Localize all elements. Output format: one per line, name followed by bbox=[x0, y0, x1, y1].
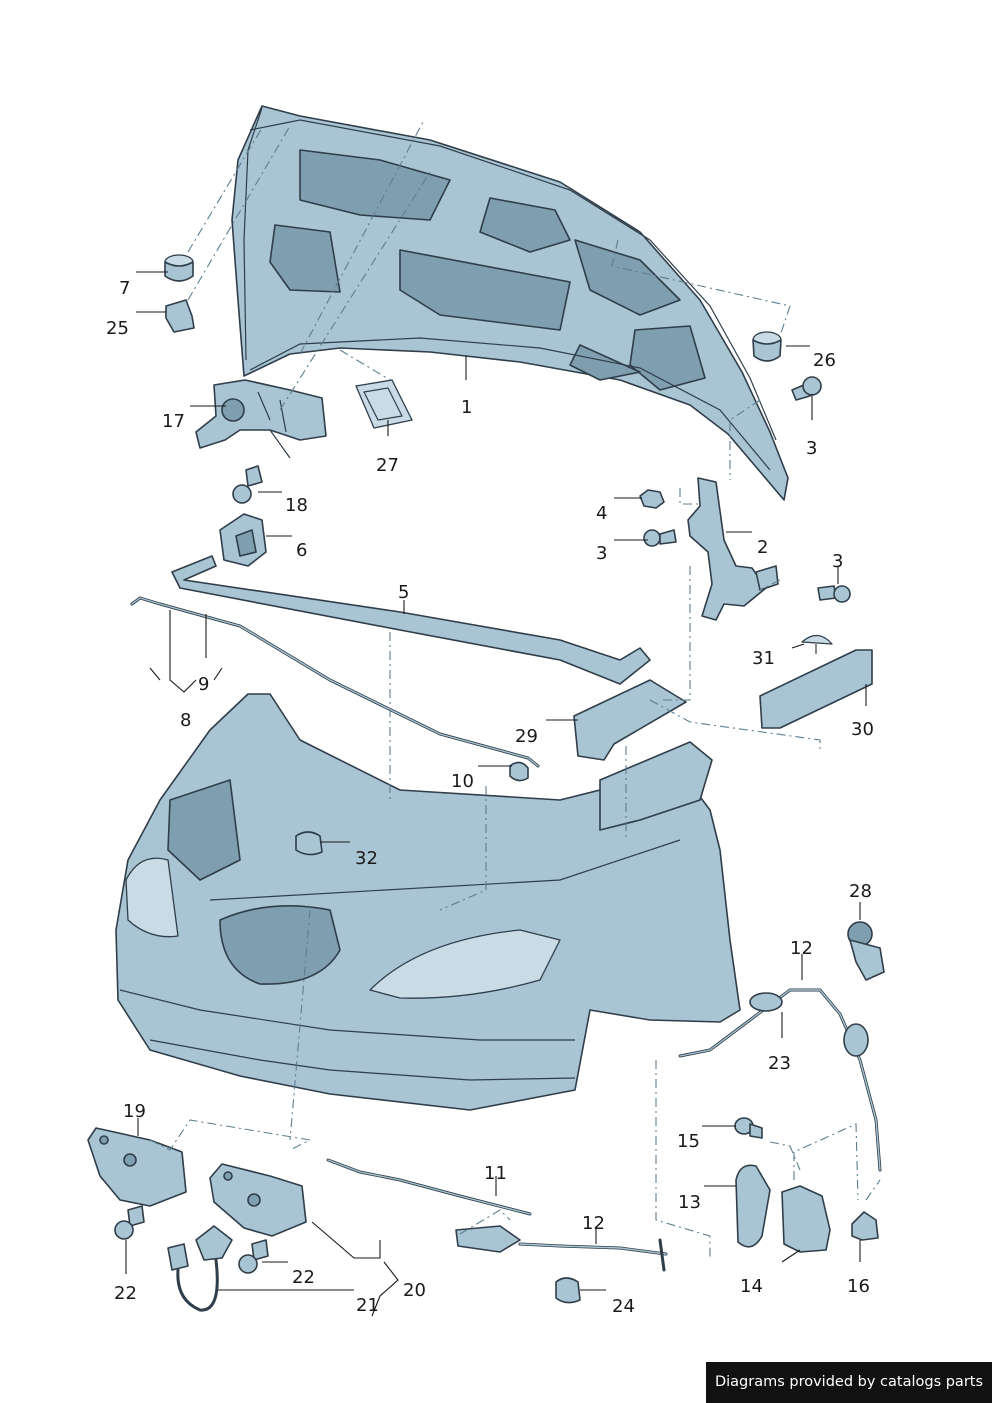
callout-20: 20 bbox=[403, 1280, 426, 1301]
callout-26: 26 bbox=[813, 350, 836, 371]
rubber-buffer-7 bbox=[164, 254, 194, 282]
callout-28: 28 bbox=[849, 881, 872, 902]
callout-3-left: 3 bbox=[596, 543, 607, 564]
callout-7: 7 bbox=[119, 278, 130, 299]
callout-24: 24 bbox=[612, 1296, 635, 1317]
seal-strip-5 bbox=[171, 555, 651, 685]
wiring-21 bbox=[167, 1225, 233, 1312]
callout-31: 31 bbox=[752, 648, 775, 669]
callout-17: 17 bbox=[162, 411, 185, 432]
bolt-18 bbox=[232, 465, 263, 504]
callout-1: 1 bbox=[461, 397, 472, 418]
clip-25 bbox=[165, 299, 195, 333]
bolt-22b bbox=[238, 1239, 269, 1274]
callout-23: 23 bbox=[768, 1053, 791, 1074]
callout-14: 14 bbox=[740, 1276, 763, 1297]
cover-30 bbox=[759, 649, 873, 729]
callout-18: 18 bbox=[285, 495, 308, 516]
clip-16 bbox=[851, 1211, 879, 1241]
callout-16: 16 bbox=[847, 1276, 870, 1297]
callout-10: 10 bbox=[451, 771, 474, 792]
callout-25: 25 bbox=[106, 318, 129, 339]
lock-lower bbox=[209, 1163, 307, 1237]
lock-bracket-17 bbox=[195, 379, 327, 459]
watermark-banner: Diagrams provided by catalogs parts bbox=[706, 1362, 992, 1403]
holder-29 bbox=[573, 679, 687, 761]
callout-32: 32 bbox=[355, 848, 378, 869]
callout-13: 13 bbox=[678, 1192, 701, 1213]
cable-12a bbox=[678, 988, 882, 1172]
bracket-14 bbox=[781, 1185, 831, 1253]
car-front bbox=[115, 693, 741, 1111]
callout-3-right: 3 bbox=[832, 551, 843, 572]
buffer-6 bbox=[219, 513, 267, 567]
callout-labels: 1 2 3 3 3 4 5 6 7 8 9 10 11 12 12 13 14 … bbox=[106, 278, 874, 1317]
callout-5: 5 bbox=[398, 582, 409, 603]
callout-19: 19 bbox=[123, 1101, 146, 1122]
callout-8: 8 bbox=[180, 710, 191, 731]
clip-32 bbox=[295, 831, 323, 856]
clip-10 bbox=[509, 761, 529, 782]
callout-22-right: 22 bbox=[292, 1267, 315, 1288]
clip-31 bbox=[801, 634, 833, 654]
bolt-15 bbox=[734, 1117, 763, 1139]
seal-27 bbox=[355, 379, 413, 429]
callout-22-left: 22 bbox=[114, 1283, 137, 1304]
callout-2: 2 bbox=[757, 537, 768, 558]
callout-12-upper: 12 bbox=[790, 938, 813, 959]
hood-panel bbox=[231, 105, 789, 501]
grommet-28 bbox=[847, 921, 885, 981]
bolt-3b bbox=[791, 376, 822, 401]
callout-11: 11 bbox=[484, 1163, 507, 1184]
callout-9: 9 bbox=[198, 674, 209, 695]
clip-24 bbox=[555, 1277, 581, 1304]
callout-29: 29 bbox=[515, 726, 538, 747]
callout-27: 27 bbox=[376, 455, 399, 476]
callout-3-upper: 3 bbox=[806, 438, 817, 459]
prop-rod-8 bbox=[130, 596, 540, 768]
cable-12b bbox=[455, 1225, 668, 1272]
callout-21: 21 bbox=[356, 1295, 379, 1316]
cable-11 bbox=[326, 1158, 532, 1216]
callout-6: 6 bbox=[296, 540, 307, 561]
bolt-3a bbox=[643, 529, 677, 547]
nut-4 bbox=[639, 489, 665, 509]
bolt-3c bbox=[817, 585, 851, 603]
callout-12-lower: 12 bbox=[582, 1213, 605, 1234]
callout-15: 15 bbox=[677, 1131, 700, 1152]
assembly-lines bbox=[149, 119, 881, 1258]
buffer-26 bbox=[752, 331, 782, 362]
leader-lines bbox=[125, 271, 867, 1317]
lock-19 bbox=[87, 1127, 187, 1207]
handle-13 bbox=[735, 1164, 771, 1248]
callout-30: 30 bbox=[851, 719, 874, 740]
bolt-22a bbox=[114, 1205, 145, 1240]
callout-4: 4 bbox=[596, 503, 607, 524]
